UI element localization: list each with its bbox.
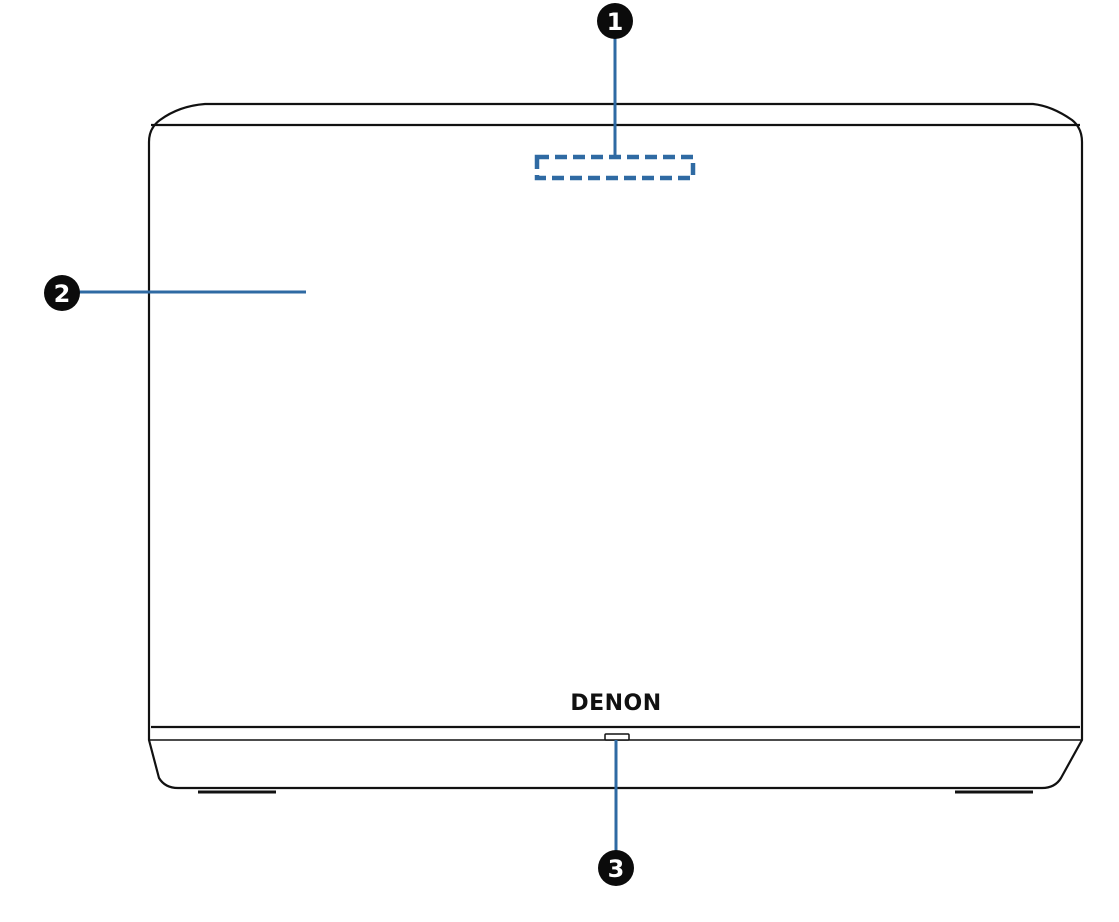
callout-3-badge: [598, 850, 634, 886]
speaker-body: [147, 102, 1084, 794]
callout-1-badge: [597, 3, 633, 39]
brand-logo: DENON: [570, 691, 661, 716]
speaker-outer-outline: [147, 102, 1084, 790]
callout-1: 1: [597, 3, 633, 39]
status-indicator-light: [604, 733, 630, 741]
callout-2-number: 2: [54, 280, 71, 308]
callout-1-number: 1: [607, 8, 624, 36]
leader-lines: [78, 36, 618, 853]
top-panel-indicator: [534, 154, 696, 181]
callout-2-badge: [44, 275, 80, 311]
callout-3-number: 3: [608, 855, 625, 883]
callout-3: 3: [598, 850, 634, 886]
callout-2: 2: [44, 275, 80, 311]
